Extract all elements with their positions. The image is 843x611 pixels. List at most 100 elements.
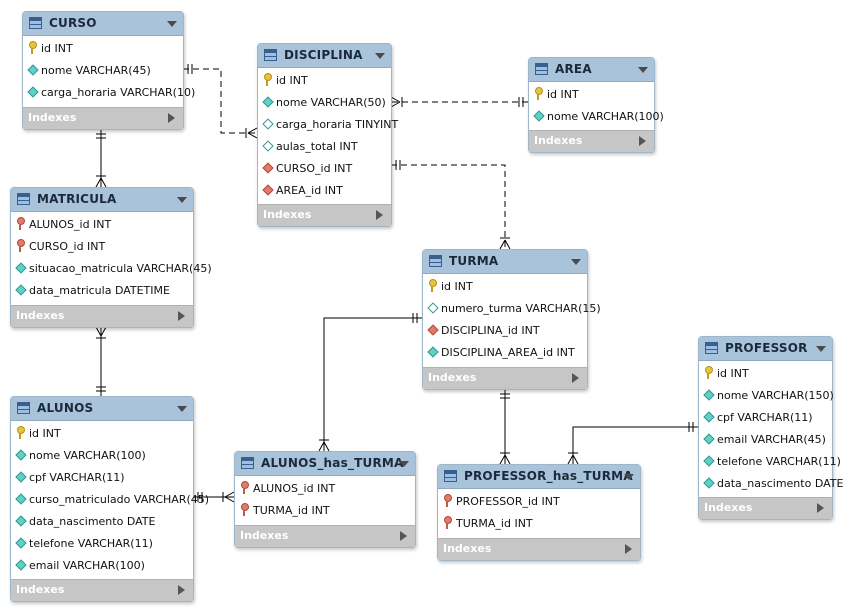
column-row[interactable]: telefone VARCHAR(11) — [699, 450, 841, 472]
collapse-caret-icon[interactable] — [167, 21, 177, 27]
many-cardinality-mark — [572, 454, 579, 465]
column-text: CURSO_id INT — [276, 161, 353, 175]
expand-arrow-icon[interactable] — [625, 544, 632, 554]
column-diamond-icon — [27, 63, 37, 77]
column-row[interactable]: TURMA_id INT — [235, 499, 415, 521]
table-header[interactable]: DISCIPLINA — [258, 44, 391, 68]
expand-arrow-icon[interactable] — [817, 503, 824, 513]
column-row[interactable]: numero_turma VARCHAR(15) — [423, 297, 601, 319]
foreign-key-icon — [442, 494, 452, 508]
indexes-bar[interactable]: Indexes — [699, 497, 832, 519]
link-turma-alunos-has-turma — [323, 317, 422, 451]
column-text: id INT — [441, 279, 473, 293]
column-row[interactable]: DISCIPLINA_AREA_id INT — [423, 341, 587, 363]
column-row[interactable]: DISCIPLINA_id INT — [423, 319, 587, 341]
column-row[interactable]: CURSO_id INT — [11, 235, 193, 257]
collapse-caret-icon[interactable] — [399, 461, 409, 467]
indexes-bar[interactable]: Indexes — [11, 579, 193, 601]
column-row[interactable]: nome VARCHAR(100) — [529, 105, 664, 127]
many-cardinality-mark — [499, 454, 506, 465]
collapse-caret-icon[interactable] — [816, 346, 826, 352]
column-row[interactable]: data_matricula DATETIME — [11, 279, 193, 301]
collapse-caret-icon[interactable] — [177, 406, 187, 412]
indexes-bar[interactable]: Indexes — [529, 130, 654, 152]
many-cardinality-mark — [224, 491, 235, 498]
indexes-bar[interactable]: Indexes — [438, 538, 640, 560]
expand-arrow-icon[interactable] — [376, 210, 383, 220]
indexes-bar[interactable]: Indexes — [258, 204, 391, 226]
column-diamond-icon — [15, 536, 25, 550]
many-cardinality-mark — [567, 454, 574, 465]
expand-arrow-icon[interactable] — [178, 585, 185, 595]
table-header[interactable]: MATRICULA — [11, 188, 193, 212]
column-row[interactable]: id INT — [258, 69, 391, 91]
table-curso[interactable]: CURSO id INT nome VARCHAR(45)carga_horaria… — [22, 11, 195, 130]
column-row[interactable]: id INT — [23, 37, 183, 59]
indexes-bar[interactable]: Indexes — [23, 107, 183, 129]
column-row[interactable]: telefone VARCHAR(11) — [11, 532, 193, 554]
column-row[interactable]: situacao_matricula VARCHAR(45) — [11, 257, 212, 279]
collapse-caret-icon[interactable] — [375, 53, 385, 59]
column-row[interactable]: TURMA_id INT — [438, 512, 640, 534]
column-row[interactable]: data_nascimento DATE — [11, 510, 193, 532]
indexes-bar[interactable]: Indexes — [11, 305, 193, 327]
table-header[interactable]: PROFESSOR_has_TURMA — [438, 465, 640, 489]
column-text: numero_turma VARCHAR(15) — [441, 301, 601, 315]
column-row[interactable]: CURSO_id INT — [258, 157, 391, 179]
column-row[interactable]: nome VARCHAR(100) — [11, 444, 193, 466]
collapse-caret-icon[interactable] — [177, 197, 187, 203]
many-cardinality-mark — [499, 239, 506, 250]
table-name: CURSO — [49, 16, 97, 30]
column-text: id INT — [41, 41, 73, 55]
primary-key-icon — [27, 41, 37, 55]
table-header[interactable]: ALUNOS — [11, 397, 193, 421]
column-row[interactable]: PROFESSOR_id INT — [438, 490, 640, 512]
collapse-caret-icon[interactable] — [638, 67, 648, 73]
collapse-caret-icon[interactable] — [571, 259, 581, 265]
column-row[interactable]: id INT — [529, 83, 654, 105]
column-row[interactable]: data_nascimento DATE — [699, 472, 843, 494]
table-header[interactable]: CURSO — [23, 12, 183, 36]
table-header[interactable]: AREA — [529, 58, 654, 82]
column-row[interactable]: carga_horaria TINYINT — [258, 113, 398, 135]
column-row[interactable]: ALUNOS_id INT — [11, 213, 193, 235]
indexes-bar[interactable]: Indexes — [235, 525, 415, 547]
column-text: telefone VARCHAR(11) — [29, 536, 153, 550]
expand-arrow-icon[interactable] — [572, 373, 579, 383]
column-row[interactable]: nome VARCHAR(50) — [258, 91, 391, 113]
indexes-bar[interactable]: Indexes — [423, 367, 587, 389]
column-diamond-icon — [703, 454, 713, 468]
column-row[interactable]: aulas_total INT — [258, 135, 391, 157]
expand-arrow-icon[interactable] — [168, 113, 175, 123]
column-row[interactable]: cpf VARCHAR(11) — [11, 466, 193, 488]
collapse-caret-icon[interactable] — [624, 474, 634, 480]
expand-arrow-icon[interactable] — [639, 136, 646, 146]
column-row[interactable]: id INT — [423, 275, 587, 297]
column-row[interactable]: nome VARCHAR(45) — [23, 59, 183, 81]
table-header[interactable]: TURMA — [423, 250, 587, 274]
column-row[interactable]: curso_matriculado VARCHAR(45) — [11, 488, 209, 510]
table-turma[interactable]: TURMA id INT numero_turma VARCHAR(15) DISCI… — [422, 249, 601, 390]
column-row[interactable]: nome VARCHAR(150) — [699, 384, 834, 406]
expand-arrow-icon[interactable] — [178, 311, 185, 321]
column-row[interactable]: id INT — [699, 362, 832, 384]
column-row[interactable]: id INT — [11, 422, 193, 444]
column-row[interactable]: ALUNOS_id INT — [235, 477, 415, 499]
column-row[interactable]: email VARCHAR(100) — [11, 554, 193, 576]
column-row[interactable]: email VARCHAR(45) — [699, 428, 832, 450]
expand-arrow-icon[interactable] — [400, 531, 407, 541]
column-row[interactable]: AREA_id INT — [258, 179, 391, 201]
table-header[interactable]: PROFESSOR — [699, 337, 832, 361]
column-row[interactable]: cpf VARCHAR(11) — [699, 406, 832, 428]
table-header[interactable]: ALUNOS_has_TURMA — [235, 452, 415, 476]
table-name: ALUNOS_has_TURMA — [261, 456, 404, 470]
column-diamond-icon — [262, 95, 272, 109]
column-row[interactable]: carga_horaria VARCHAR(10) — [23, 81, 195, 103]
